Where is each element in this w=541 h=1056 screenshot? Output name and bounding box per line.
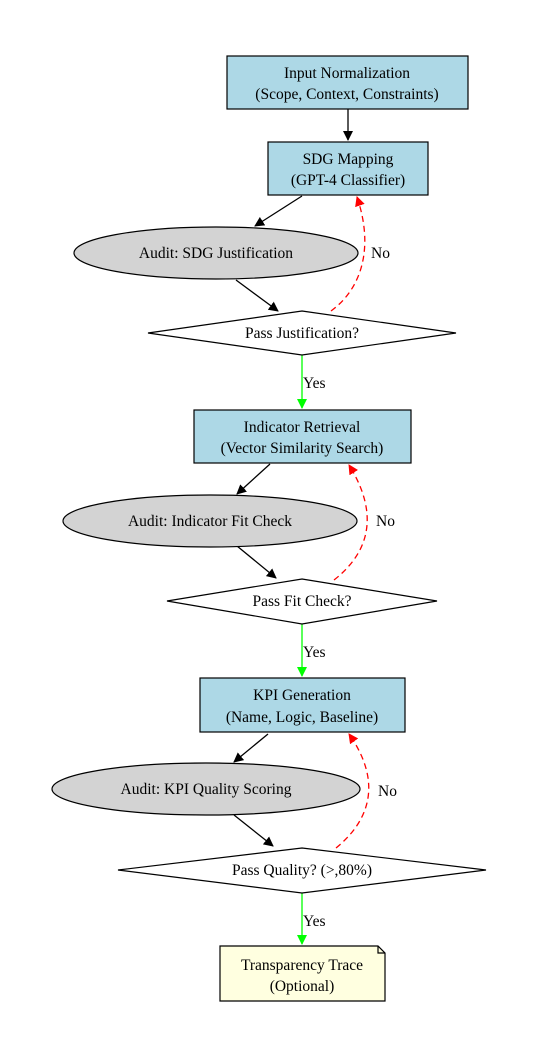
edge-audit-kpi-to-pass-quality	[233, 814, 274, 847]
node-sdg-mapping: SDG Mapping (GPT-4 Classifier)	[267, 141, 429, 196]
edge-no-fit	[333, 464, 368, 581]
edge-labels: No Yes No Yes No Yes	[303, 245, 397, 930]
edge-kpi-to-audit-kpi	[233, 733, 269, 763]
indicator-retrieval-title: Indicator Retrieval	[244, 419, 361, 436]
node-kpi-generation: KPI Generation (Name, Logic, Baseline)	[199, 677, 406, 733]
audit-sdg-justification-label: Audit: SDG Justification	[139, 245, 293, 262]
edges	[233, 109, 370, 945]
edge-no-quality	[335, 733, 370, 849]
pass-quality-label: Pass Quality? (>,80%)	[232, 862, 372, 879]
node-indicator-retrieval: Indicator Retrieval (Vector Similarity S…	[193, 409, 412, 464]
edge-audit-indicator-to-pass-fit	[236, 545, 277, 579]
node-audit-indicator-fit: Audit: Indicator Fit Check	[62, 494, 358, 548]
kpi-generation-subtitle: (Name, Logic, Baseline)	[226, 709, 378, 726]
transparency-trace-title: Transparency Trace	[241, 957, 363, 974]
node-transparency-trace: Transparency Trace (Optional)	[219, 945, 386, 1002]
input-normalization-title: Input Normalization	[284, 65, 410, 82]
kpi-generation-title: KPI Generation	[253, 687, 351, 704]
input-normalization-subtitle: (Scope, Context, Constraints)	[255, 86, 438, 103]
pass-justification-label: Pass Justification?	[245, 325, 359, 342]
sdg-mapping-subtitle: (GPT-4 Classifier)	[291, 172, 405, 189]
node-pass-quality: Pass Quality? (>,80%)	[117, 847, 487, 894]
no-label-fit: No	[376, 513, 395, 530]
transparency-trace-subtitle: (Optional)	[270, 978, 335, 995]
no-label-justification: No	[371, 245, 390, 262]
node-pass-justification: Pass Justification?	[147, 310, 457, 356]
sdg-mapping-title: SDG Mapping	[303, 151, 394, 168]
edge-audit-sdg-to-pass-justification	[235, 279, 279, 312]
node-input-normalization: Input Normalization (Scope, Context, Con…	[226, 55, 469, 110]
node-audit-sdg-justification: Audit: SDG Justification	[73, 226, 359, 280]
audit-indicator-fit-label: Audit: Indicator Fit Check	[128, 513, 292, 530]
node-audit-kpi-quality: Audit: KPI Quality Scoring	[51, 762, 361, 816]
yes-label-quality: Yes	[303, 913, 326, 930]
yes-label-fit: Yes	[303, 644, 326, 661]
pass-fit-check-label: Pass Fit Check?	[252, 593, 351, 610]
edge-indicator-to-audit-indicator	[236, 463, 271, 495]
no-label-quality: No	[378, 783, 397, 800]
yes-label-justification: Yes	[303, 375, 326, 392]
edge-sdg-to-audit-sdg	[254, 195, 303, 227]
indicator-retrieval-subtitle: (Vector Similarity Search)	[221, 440, 384, 457]
audit-kpi-quality-label: Audit: KPI Quality Scoring	[121, 781, 292, 798]
node-pass-fit-check: Pass Fit Check?	[166, 578, 438, 625]
edge-no-justification	[330, 196, 366, 312]
